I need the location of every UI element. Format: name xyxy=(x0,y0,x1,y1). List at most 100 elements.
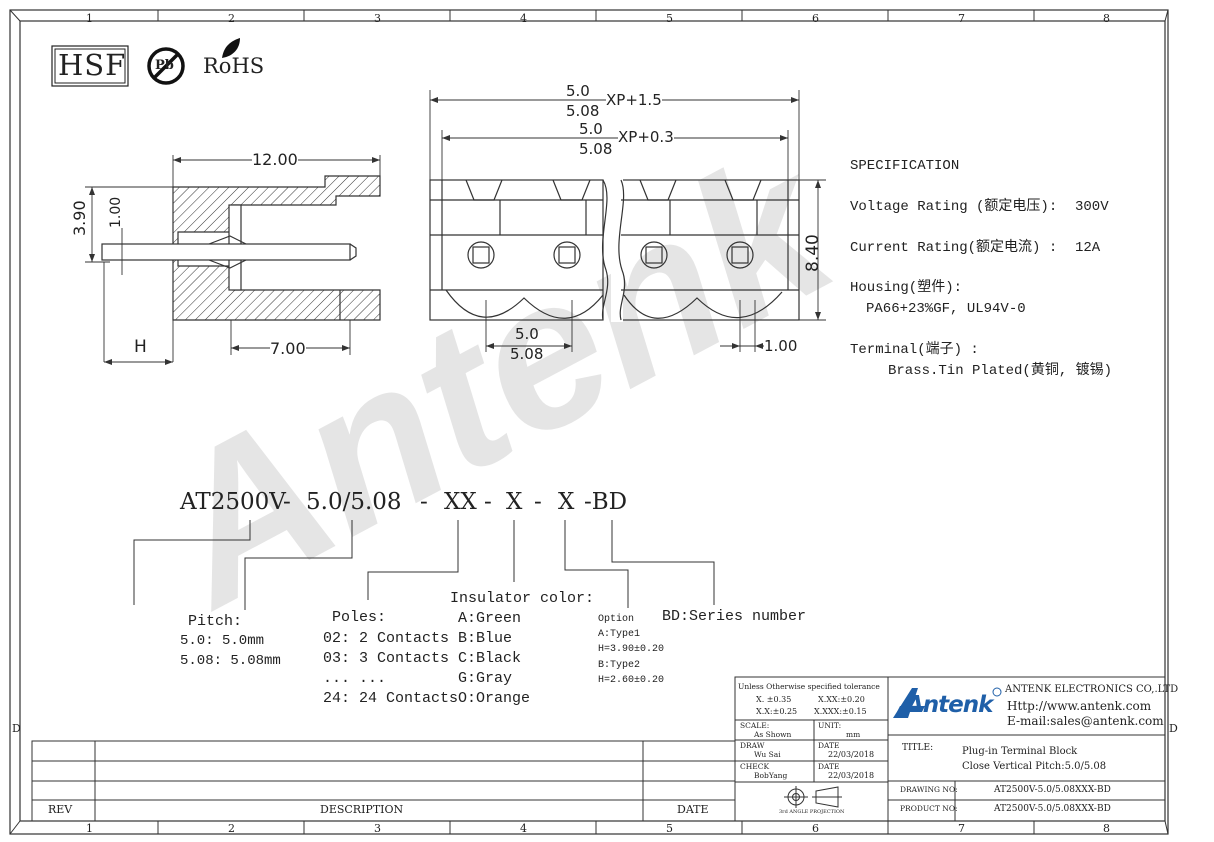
pb-label: Pb xyxy=(155,58,174,73)
dim-height-840: 8.40 xyxy=(803,234,823,272)
legend-pitch-item: 5.08: 5.08mm xyxy=(180,653,281,669)
spec-terminal-label: Terminal(端子) : xyxy=(850,342,979,358)
dim-height-100: 1.00 xyxy=(108,196,124,228)
grid-col-3-bottom: 3 xyxy=(374,822,381,835)
date-header: DATE xyxy=(677,803,709,816)
grid-col-7-top: 7 xyxy=(958,12,965,25)
check-value: BobYang xyxy=(754,771,788,780)
grid-col-3-top: 3 xyxy=(374,12,381,25)
description-header: DESCRIPTION xyxy=(320,803,404,816)
spec-voltage-value: 300V xyxy=(1075,199,1109,215)
check-date-label: DATE xyxy=(818,762,840,771)
legend-option-title: Option xyxy=(598,614,635,625)
tolerance-xxx: X.XXX:±0.15 xyxy=(814,707,867,716)
grid-col-7-bottom: 7 xyxy=(958,822,965,835)
legend-poles-item: 24: 24 Contacts xyxy=(323,690,459,707)
drawing-no: AT2500V-5.0/5.08XXX-BD xyxy=(994,785,1111,795)
dim-xp03-top: 5.0 xyxy=(579,120,603,138)
part-number-color: X xyxy=(506,489,523,515)
antenk-logo-text: Antenk xyxy=(906,692,993,718)
watermark: Antenk xyxy=(121,104,872,652)
legend-poles-item: ... ... xyxy=(323,670,387,687)
title-label: TITLE: xyxy=(902,743,934,753)
legend-insulator-title: Insulator color: xyxy=(450,590,595,607)
legend-option-item: A:Type1 xyxy=(598,629,641,640)
side-view xyxy=(85,155,381,365)
rohs-label: RoHS xyxy=(203,54,265,78)
spec-housing-value: PA66+23%GF, UL94V-0 xyxy=(866,301,1026,317)
projection-label: 3rd ANGLE PROJECTION xyxy=(779,809,845,815)
grid-col-5-bottom: 5 xyxy=(666,822,673,835)
legend-insulator-item: O:Orange xyxy=(458,690,531,707)
scale-label: SCALE: xyxy=(740,721,770,730)
grid-col-1-bottom: 1 xyxy=(86,822,93,835)
antenk-logo-mark xyxy=(893,687,1002,718)
dim-pitch-top: 5.0 xyxy=(515,325,539,343)
dim-xp15-bottom: 5.08 xyxy=(566,102,600,120)
part-number-dash-1: - xyxy=(283,489,291,515)
part-number-model: AT2500V xyxy=(180,489,286,515)
dim-xp03-bottom: 5.08 xyxy=(579,140,613,158)
part-number-poles: XX xyxy=(444,489,477,515)
grid-ticks xyxy=(157,10,1035,834)
dim-xp15-label: XP+1.5 xyxy=(606,91,662,109)
part-number-dash-3: - xyxy=(484,489,492,515)
legend-option-item: H=2.60±0.20 xyxy=(598,675,665,686)
product-no: AT2500V-5.0/5.08XXX-BD xyxy=(994,804,1111,814)
spec-title: SPECIFICATION xyxy=(850,158,960,174)
hsf-badge: HSF xyxy=(58,48,127,82)
rohs-leaf-icon xyxy=(222,38,240,58)
legend-pitch-title: Pitch: xyxy=(188,613,243,630)
part-number-dash-2: - xyxy=(420,489,428,515)
legend-insulator-item: C:Black xyxy=(458,650,522,667)
part-number-option: X xyxy=(558,489,575,515)
company-website: Http://www.antenk.com xyxy=(1007,699,1152,713)
legend-poles-item: 02: 2 Contacts xyxy=(323,630,450,647)
product-no-label: PRODUCT NO: xyxy=(900,804,958,813)
grid-col-6-top: 6 xyxy=(812,12,819,25)
tolerance-xx: X.XX:±0.20 xyxy=(818,695,865,704)
legend-pitch-item: 5.0: 5.0mm xyxy=(180,633,265,649)
draw-date-label: DATE xyxy=(818,741,840,750)
spec-current-label: Current Rating(额定电流) : xyxy=(850,240,1058,256)
legend-insulator-item: A:Green xyxy=(458,610,522,627)
grid-col-4-top: 4 xyxy=(520,12,527,25)
tolerance-x: X. ±0.35 xyxy=(756,695,792,704)
grid-col-1-top: 1 xyxy=(86,12,93,25)
grid-row-d-right: D xyxy=(1169,722,1178,735)
legend-series: BD:Series number xyxy=(662,608,807,625)
part-number-pitch: 5.0/5.08 xyxy=(306,489,402,515)
front-view xyxy=(429,90,826,352)
tolerance-xx2: X.X:±0.25 xyxy=(756,707,798,716)
title-line-2: Close Vertical Pitch:5.0/5.08 xyxy=(962,761,1107,772)
dim-width-12: 12.00 xyxy=(252,150,298,169)
spec-current-value: 12A xyxy=(1075,240,1101,256)
dim-depth-700: 7.00 xyxy=(270,339,306,358)
dim-xp03-label: XP+0.3 xyxy=(618,128,674,146)
title-line-1: Plug-in Terminal Block xyxy=(962,746,1078,757)
rev-header: REV xyxy=(48,803,73,816)
grid-col-2-bottom: 2 xyxy=(228,822,235,835)
legend-insulator-item: G:Gray xyxy=(458,670,513,687)
draw-label: DRAW xyxy=(740,741,765,750)
spec-housing-label: Housing(塑件): xyxy=(850,280,963,296)
unit-label: UNIT: xyxy=(818,721,842,730)
legend-option-item: B:Type2 xyxy=(598,660,641,671)
legend-poles-title: Poles: xyxy=(332,609,387,626)
dim-pitch-bottom: 5.08 xyxy=(510,345,544,363)
spec-voltage-label: Voltage Rating (额定电压): xyxy=(850,199,1058,215)
spec-terminal-value: Brass.Tin Plated(黄铜, 镀锡) xyxy=(888,363,1113,379)
part-number-dash-4: - xyxy=(534,489,542,515)
check-label: CHECK xyxy=(740,762,770,771)
legend-insulator-item: B:Blue xyxy=(458,630,513,647)
title-block xyxy=(31,676,1166,822)
company-email: E-mail:sales@antenk.com xyxy=(1007,714,1164,728)
legend-poles-item: 03: 3 Contacts xyxy=(323,650,450,667)
grid-col-6-bottom: 6 xyxy=(812,822,819,835)
dim-height-390: 3.90 xyxy=(70,200,89,236)
draw-date: 22/03/2018 xyxy=(828,750,875,759)
grid-col-4-bottom: 4 xyxy=(520,822,527,835)
pb-free-icon xyxy=(147,47,185,85)
